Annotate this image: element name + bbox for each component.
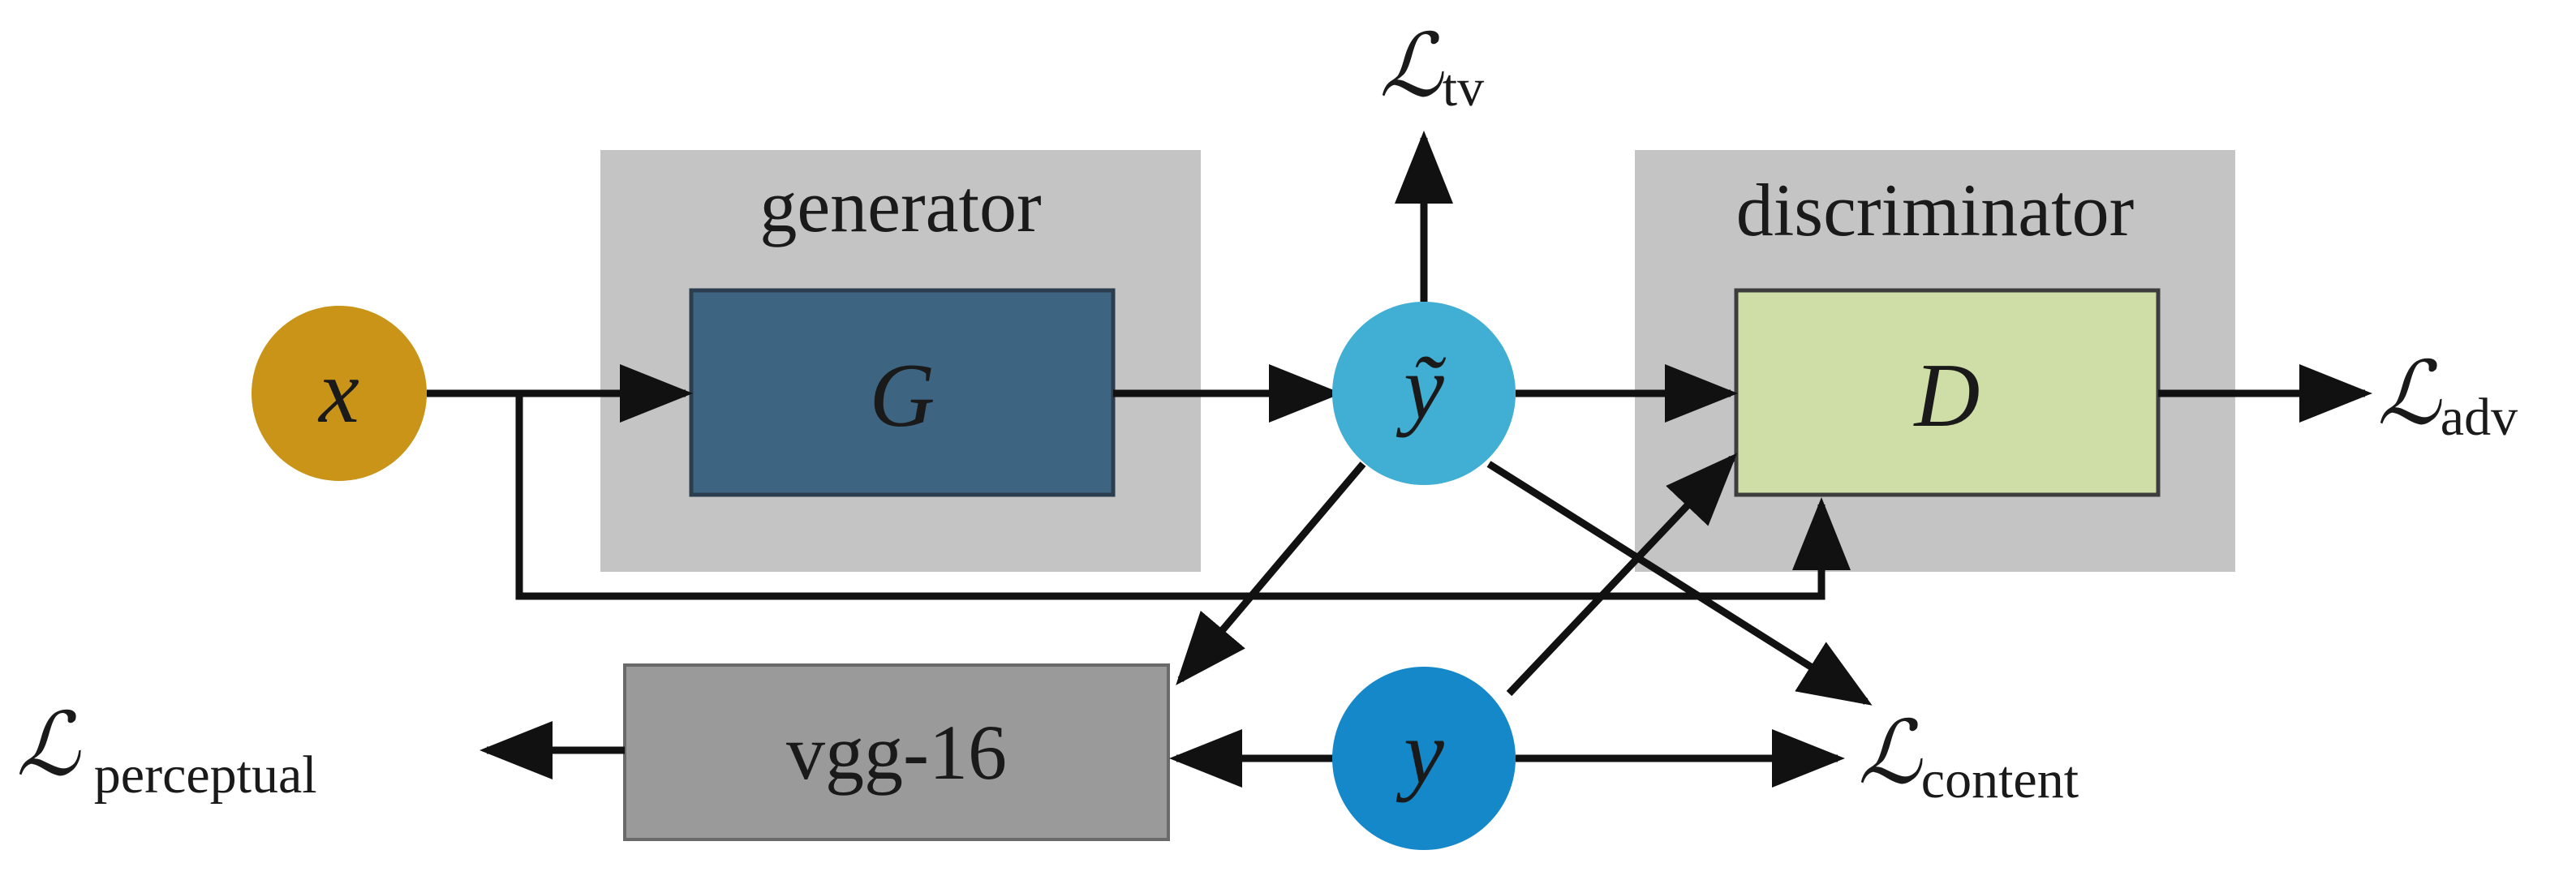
arrow-y-to-discriminator [1506,453,1738,697]
generator-title: generator [759,165,1041,247]
arrow-x-skip-to-discriminator [515,393,1851,600]
loss-adv: ℒadv [2377,346,2518,447]
arrow-y-tilde-to-content [1486,461,1873,706]
loss-tv: ℒtv [1379,19,1484,118]
loss-perceptual-subscript: perceptual [94,745,317,805]
vgg-box [623,663,1170,841]
connections [427,131,2372,788]
discriminator-title: discriminator [1736,169,2135,251]
loss-tv-symbol: ℒ [1379,19,1444,115]
node-x-label: x [317,341,359,442]
node-y-tilde [1332,302,1516,485]
loss-adv-subscript: adv [2441,388,2518,447]
vgg-label: vgg-16 [786,709,1007,796]
generator-box [689,288,1116,497]
node-x [252,306,427,481]
loss-tv-subscript: tv [1443,58,1484,118]
loss-adv-symbol: ℒ [2377,346,2442,443]
node-y [1332,667,1516,850]
loss-content-subscript: content [1921,750,2079,809]
generator-inner-label: G [870,346,935,446]
node-y-label: y [1396,702,1444,803]
loss-perceptual-symbol: ℒ [16,698,81,794]
arrow-y-tilde-to-vgg [1176,462,1366,685]
loss-content: ℒcontent [1858,706,2079,809]
discriminator-inner-label: D [1913,346,1980,446]
node-y-tilde-label: ỹ [1396,337,1447,438]
loss-content-symbol: ℒ [1858,706,1923,802]
